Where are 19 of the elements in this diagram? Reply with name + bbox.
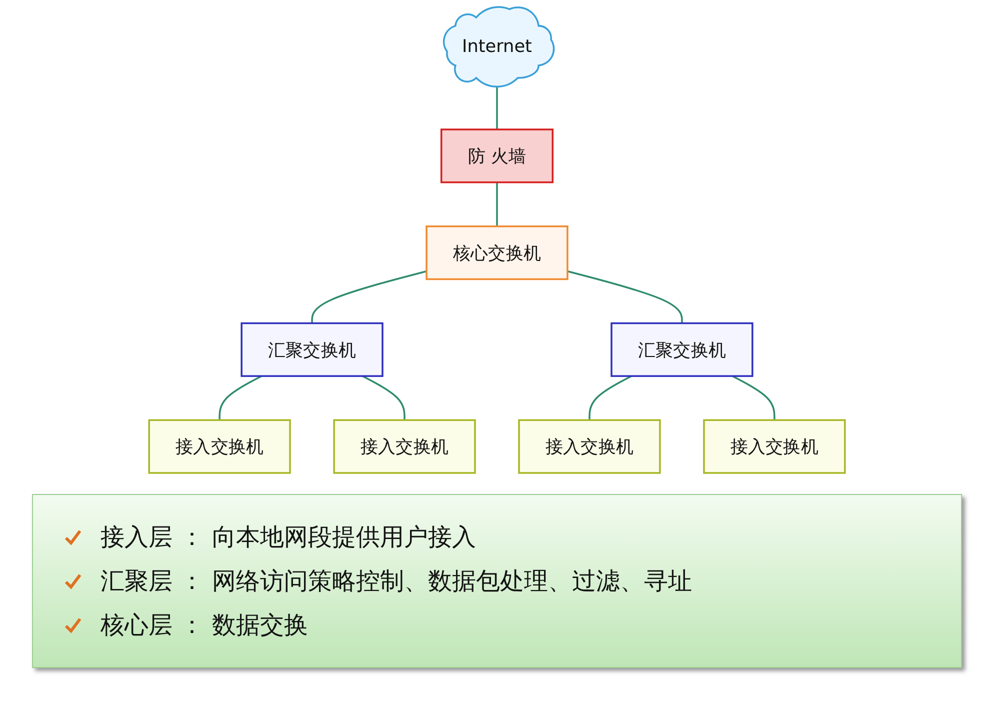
connector xyxy=(732,375,775,420)
connector xyxy=(310,270,426,324)
node-box: 核心交换机 xyxy=(425,225,568,280)
connector xyxy=(588,375,632,420)
node-box: 接入交换机 xyxy=(702,419,846,474)
connector xyxy=(362,375,405,420)
node-box: 汇聚交换机 xyxy=(610,322,753,377)
node-box: 接入交换机 xyxy=(518,419,660,474)
node-box: 汇聚交换机 xyxy=(240,322,383,377)
connector xyxy=(496,182,498,226)
layer-description: 核心层 ： 数据交换 xyxy=(100,610,308,641)
connector xyxy=(218,375,262,420)
node-box: 防 火墙 xyxy=(440,128,554,184)
layer-description: 接入层 ： 向本地网段提供用户接入 xyxy=(100,522,476,553)
connector xyxy=(566,270,682,324)
layer-description: 汇聚层 ： 网络访问策略控制、数据包处理、过滤、寻址 xyxy=(100,566,692,597)
connector xyxy=(496,85,498,130)
node-box: 接入交换机 xyxy=(148,419,290,474)
node-box: 接入交换机 xyxy=(332,419,476,474)
